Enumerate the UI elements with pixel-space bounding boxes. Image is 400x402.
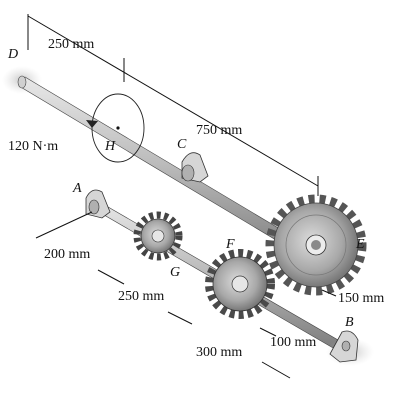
dim-h-to-e: 750 mm	[196, 123, 242, 138]
bearing-a	[85, 189, 111, 219]
label-h: H	[104, 139, 116, 154]
label-c: C	[177, 137, 187, 152]
point-h-dot	[116, 126, 120, 130]
dim-f-to-b: 300 mm	[196, 345, 242, 360]
dim-g-to-f: 250 mm	[118, 289, 164, 304]
dimension-lines	[27, 14, 337, 379]
bearing-b	[326, 330, 374, 366]
torque-arrow	[86, 93, 145, 163]
torque-label: 120 N·m	[8, 139, 58, 154]
label-b: B	[345, 315, 354, 330]
dim-gear-e-radius: 150 mm	[338, 291, 384, 306]
gear-g	[133, 211, 183, 261]
gear-f	[205, 249, 275, 319]
label-e: E	[355, 237, 365, 252]
dim-gear-f-radius: 100 mm	[270, 335, 316, 350]
gear-e	[265, 194, 367, 296]
dim-a-to-g: 200 mm	[44, 247, 90, 262]
label-f: F	[225, 237, 235, 252]
label-g: G	[170, 265, 180, 280]
label-a: A	[72, 181, 82, 196]
dim-d-to-h: 250 mm	[48, 37, 94, 52]
label-d: D	[7, 47, 18, 62]
bearing-c	[181, 152, 209, 183]
